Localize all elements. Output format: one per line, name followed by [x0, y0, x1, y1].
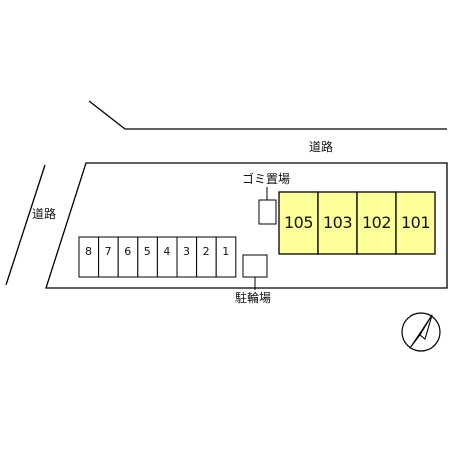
parking-slot-label: 7 — [104, 245, 112, 258]
unit-103 — [317, 191, 358, 255]
parking-slot-label: 4 — [163, 245, 171, 258]
garbage-station — [258, 199, 277, 225]
left-road-edge — [5, 164, 46, 286]
parking-slot-label: 3 — [183, 245, 190, 258]
parking-slot-label: 8 — [85, 245, 92, 258]
unit-105 — [278, 191, 319, 255]
parking-group — [78, 236, 237, 278]
left-road-label: 道路 — [32, 207, 57, 221]
parking-slot-label: 1 — [222, 245, 230, 258]
parking-slot-label: 2 — [202, 245, 210, 258]
unit-label: 103 — [322, 213, 353, 232]
parking-slot-label: 5 — [143, 245, 151, 258]
units-group — [278, 191, 436, 255]
top-road-label: 道路 — [309, 140, 334, 154]
parking-slot-1 — [215, 236, 237, 278]
north-arrow-icon — [401, 312, 441, 352]
garbage-station-label: ゴミ置場 — [242, 172, 291, 186]
unit-label: 105 — [283, 213, 314, 232]
parking-slot-label: 6 — [124, 245, 132, 258]
top-road-edge — [88, 100, 447, 130]
bicycle-parking — [242, 254, 268, 278]
unit-101 — [395, 191, 436, 255]
unit-label: 101 — [400, 213, 431, 232]
bicycle-parking-label: 駐輪場 — [235, 291, 272, 305]
unit-label: 102 — [361, 213, 392, 232]
